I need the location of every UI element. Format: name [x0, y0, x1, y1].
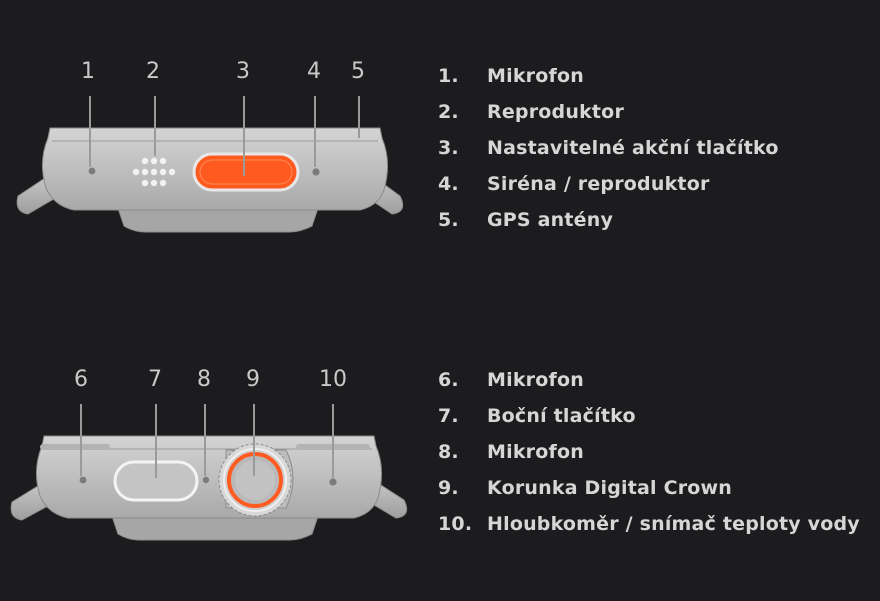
legend-number: 3.: [438, 137, 459, 159]
legend-number: 4.: [438, 173, 459, 195]
legend-text: Boční tlačítko: [487, 405, 636, 427]
legend-item: 5. GPS antény: [438, 202, 779, 238]
depth-gauge-hole: [329, 478, 337, 486]
legend-number: 2.: [438, 101, 459, 123]
callout-label: 4: [307, 59, 321, 84]
legend-number: 1.: [438, 65, 459, 87]
legend-number: 10.: [438, 513, 473, 535]
legend-item: 8. Mikrofon: [438, 434, 860, 470]
watch-back-bump: [111, 515, 319, 541]
legend-text: Nastavitelné akční tlačítko: [487, 137, 779, 159]
legend-bottom: 6. Mikrofon 7. Boční tlačítko 8. Mikrofon 9…: [438, 362, 860, 542]
legend-text: Mikrofon: [487, 369, 584, 391]
legend-text: Mikrofon: [487, 441, 584, 463]
callout-label: 1: [81, 59, 95, 84]
callout-label: 10: [319, 367, 347, 392]
legend-item: 4. Siréna / reproduktor: [438, 166, 779, 202]
digital-crown: [218, 443, 292, 517]
legend-item: 7. Boční tlačítko: [438, 398, 860, 434]
legend-number: 7.: [438, 405, 459, 427]
legend-item: 3. Nastavitelné akční tlačítko: [438, 130, 779, 166]
microphone-hole: [79, 476, 87, 484]
callout-label: 7: [148, 367, 162, 392]
microphone-hole: [88, 167, 96, 175]
watch-diagram: 1 2 3 4 5: [0, 0, 420, 601]
legend-item: 9. Korunka Digital Crown: [438, 470, 860, 506]
watch-back-bump: [117, 207, 319, 233]
callout-lines-top: [89, 96, 360, 176]
legend-number: 9.: [438, 477, 459, 499]
legend-text: Hloubkoměr / snímač teploty vody: [487, 513, 860, 535]
legend-text: Reproduktor: [487, 101, 625, 123]
microphone-hole: [202, 476, 210, 484]
legend-text: Korunka Digital Crown: [487, 477, 733, 499]
callout-label: 2: [146, 59, 160, 84]
legend-text: Mikrofon: [487, 65, 584, 87]
legend-item: 10. Hloubkoměr / snímač teploty vody: [438, 506, 860, 542]
legend-item: 1. Mikrofon: [438, 58, 779, 94]
speaker-grille: [132, 157, 176, 187]
callout-label: 8: [197, 367, 211, 392]
action-button: [192, 152, 300, 192]
callout-label: 5: [351, 59, 365, 84]
callout-lines-bottom: [80, 404, 334, 478]
legend-text: GPS antény: [487, 209, 614, 231]
watch-side-view: 6 7 8 9 10: [10, 367, 408, 541]
legend-number: 8.: [438, 441, 459, 463]
legend-top: 1. Mikrofon 2. Reproduktor 3. Nastavitelné …: [438, 58, 779, 238]
legend-number: 6.: [438, 369, 459, 391]
siren-hole: [312, 168, 320, 176]
callout-label: 9: [246, 367, 260, 392]
legend-item: 2. Reproduktor: [438, 94, 779, 130]
legend-number: 5.: [438, 209, 459, 231]
watch-top-view: 1 2 3 4 5: [16, 59, 404, 233]
legend-text: Siréna / reproduktor: [487, 173, 710, 195]
callout-label: 6: [74, 367, 88, 392]
callout-label: 3: [236, 59, 250, 84]
legend-item: 6. Mikrofon: [438, 362, 860, 398]
